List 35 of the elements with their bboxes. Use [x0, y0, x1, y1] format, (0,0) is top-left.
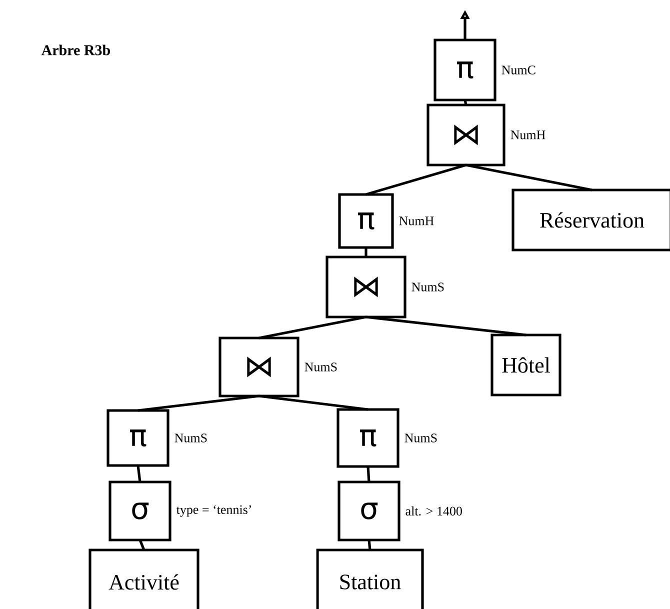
- connector-line: [138, 394, 260, 412]
- operator-annotation: NumH: [510, 130, 546, 140]
- operator-box: σ: [338, 480, 400, 542]
- operator-box: π: [336, 408, 400, 468]
- connector-line: [368, 540, 372, 550]
- operator-annotation: NumS: [304, 362, 337, 372]
- connector-line: [136, 465, 142, 482]
- title: Arbre R3b: [41, 44, 110, 56]
- operator-box: π: [434, 38, 496, 102]
- operator-box: π: [106, 409, 170, 467]
- operator-annotation: NumS: [404, 434, 437, 442]
- relation-box: Activité: [88, 548, 200, 609]
- operator-box: ⋈: [218, 336, 300, 398]
- connector-line: [464, 100, 468, 106]
- operator-annotation: NumC: [502, 66, 536, 74]
- operator-annotation: type = ‘tennis’: [176, 505, 251, 517]
- operator-annotation: NumS: [412, 282, 444, 292]
- relation-box: Hôtel: [490, 334, 562, 396]
- connector-line: [258, 316, 366, 340]
- relation-box: Réservation: [512, 188, 670, 252]
- operator-box: σ: [108, 480, 172, 542]
- connector-line: [366, 466, 370, 482]
- operator-annotation: alt. > 1400: [406, 506, 462, 516]
- connector-line: [366, 316, 526, 336]
- connector-line: [366, 164, 466, 196]
- operator-box: ⋈: [426, 104, 506, 166]
- connector-line: [364, 248, 368, 257]
- operator-annotation: NumS: [174, 434, 207, 442]
- operator-box: π: [338, 193, 394, 249]
- relation-box: Station: [316, 548, 424, 609]
- operator-box: ⋈: [326, 256, 406, 318]
- connector-line: [258, 394, 368, 411]
- connector-line: [138, 540, 146, 550]
- connector-line: [466, 164, 592, 192]
- operator-annotation: NumH: [399, 216, 434, 226]
